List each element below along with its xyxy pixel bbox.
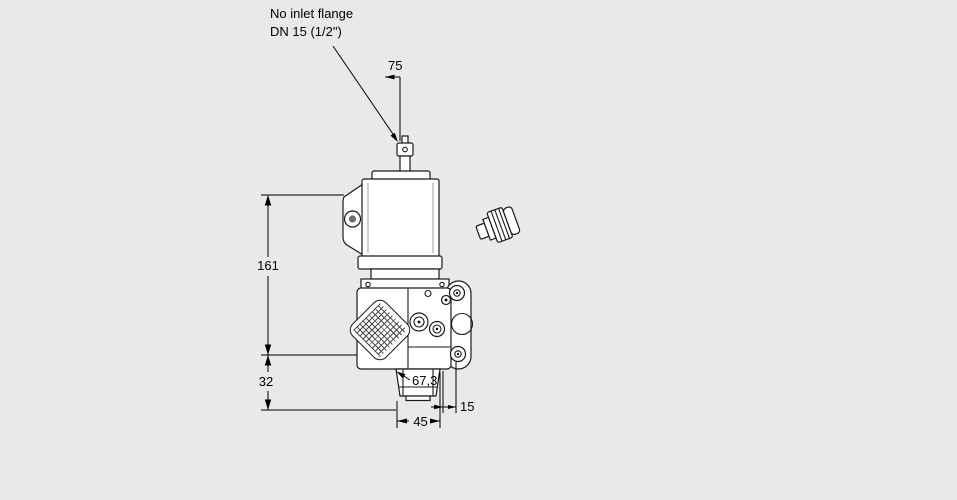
test-port-center bbox=[444, 298, 448, 302]
stem-knob-dimple bbox=[402, 146, 408, 153]
valve-bonnet bbox=[360, 268, 450, 291]
bonnet-bolt bbox=[365, 281, 371, 288]
dim-45: 45 bbox=[396, 372, 441, 429]
annotation-leader bbox=[332, 45, 398, 142]
dim-67-3-label: 67,3 bbox=[412, 373, 437, 388]
solenoid-actuator bbox=[357, 135, 443, 270]
bracket-hole-center bbox=[348, 215, 357, 223]
small-port bbox=[424, 289, 432, 298]
adjustment-screw-inner bbox=[413, 316, 425, 328]
plug-rib bbox=[494, 209, 507, 241]
plug-rib bbox=[498, 207, 511, 240]
flange-bolt-bottom-center bbox=[456, 352, 460, 356]
plug-cap bbox=[502, 206, 521, 236]
dim-32-label: 32 bbox=[259, 374, 273, 389]
arrow-right bbox=[434, 404, 443, 410]
dim-161-32: 161 32 bbox=[257, 194, 396, 411]
arrow-left bbox=[448, 405, 456, 409]
plug-rib bbox=[490, 210, 503, 242]
leader-arrow bbox=[390, 132, 398, 142]
outlet-bore bbox=[450, 312, 474, 336]
arrow-up bbox=[264, 355, 272, 366]
arrow-down bbox=[264, 399, 272, 410]
adjustment-screw-center bbox=[417, 320, 421, 324]
screw-plug-inner bbox=[432, 324, 442, 334]
dim-67-3-arrow bbox=[396, 371, 406, 379]
leader-line bbox=[332, 45, 396, 138]
bonnet-bolt bbox=[439, 281, 445, 288]
dim-75: 75 bbox=[385, 58, 402, 141]
dim-161-label: 161 bbox=[257, 258, 279, 273]
dim-15-label: 15 bbox=[460, 399, 474, 414]
dim-67-3: 67,3 bbox=[396, 371, 437, 388]
inlet-annotation: No inlet flange DN 15 (1/2") bbox=[270, 6, 353, 39]
dim-15: 15 bbox=[431, 362, 474, 414]
dim-75-label: 75 bbox=[388, 58, 402, 73]
annotation-line2: DN 15 (1/2") bbox=[270, 24, 342, 39]
bonnet-neck bbox=[370, 268, 440, 280]
dim-75-arrow bbox=[385, 74, 395, 80]
arrow-up bbox=[264, 195, 272, 206]
arrow-down bbox=[264, 344, 272, 355]
coil-body bbox=[361, 178, 440, 258]
arrow-left bbox=[397, 418, 407, 424]
flange-bolt-bottom-inner bbox=[454, 350, 462, 358]
annotation-line1: No inlet flange bbox=[270, 6, 353, 21]
flange-bolt-top-center bbox=[455, 291, 459, 295]
stem-knob bbox=[396, 142, 414, 157]
arrow-right bbox=[430, 418, 440, 424]
foot-base bbox=[405, 395, 431, 402]
connector-plug bbox=[475, 206, 521, 243]
coil-bottom-cap bbox=[357, 255, 443, 270]
screw-plug-center bbox=[435, 327, 439, 331]
valve-foot bbox=[395, 368, 441, 402]
flange-bolt-top-inner bbox=[453, 289, 461, 297]
dim-45-label: 45 bbox=[413, 414, 427, 429]
